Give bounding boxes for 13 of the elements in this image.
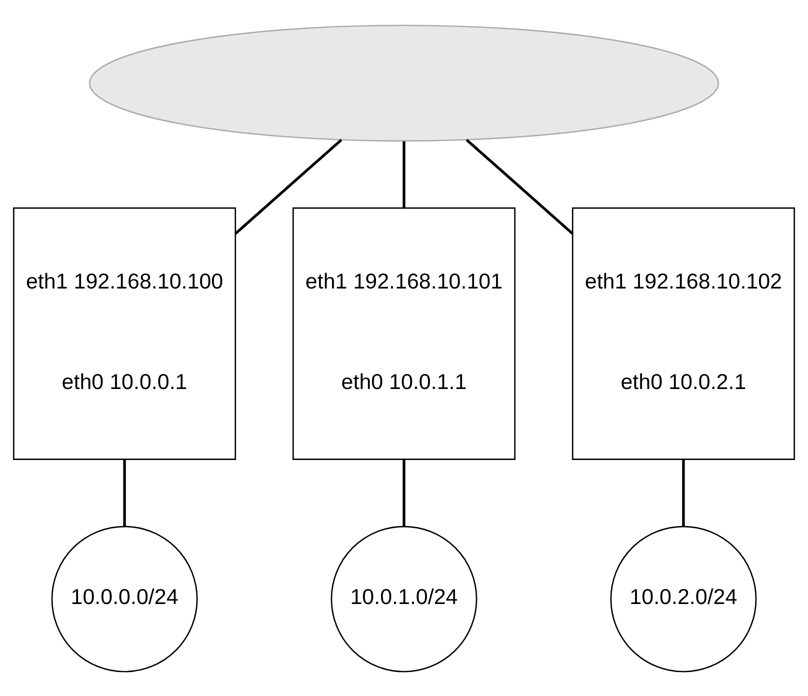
connector [402,140,406,208]
node-cloud [88,24,720,142]
connector [466,138,574,234]
connector [123,458,126,526]
node-box: eth1 192.168.10.100 eth0 10.0.0.1 [13,206,236,460]
node-circle: 10.0.0.0/24 [51,525,198,672]
node-circle: 10.0.2.0/24 [610,525,757,672]
connector [234,138,342,234]
connector [402,458,406,526]
node-box: eth1 192.168.10.102 eth0 10.0.2.1 [572,206,795,460]
node-box: eth1 192.168.10.101 eth0 10.0.1.1 [292,206,516,460]
connector [682,458,685,526]
node-circle: 10.0.1.0/24 [330,525,478,672]
